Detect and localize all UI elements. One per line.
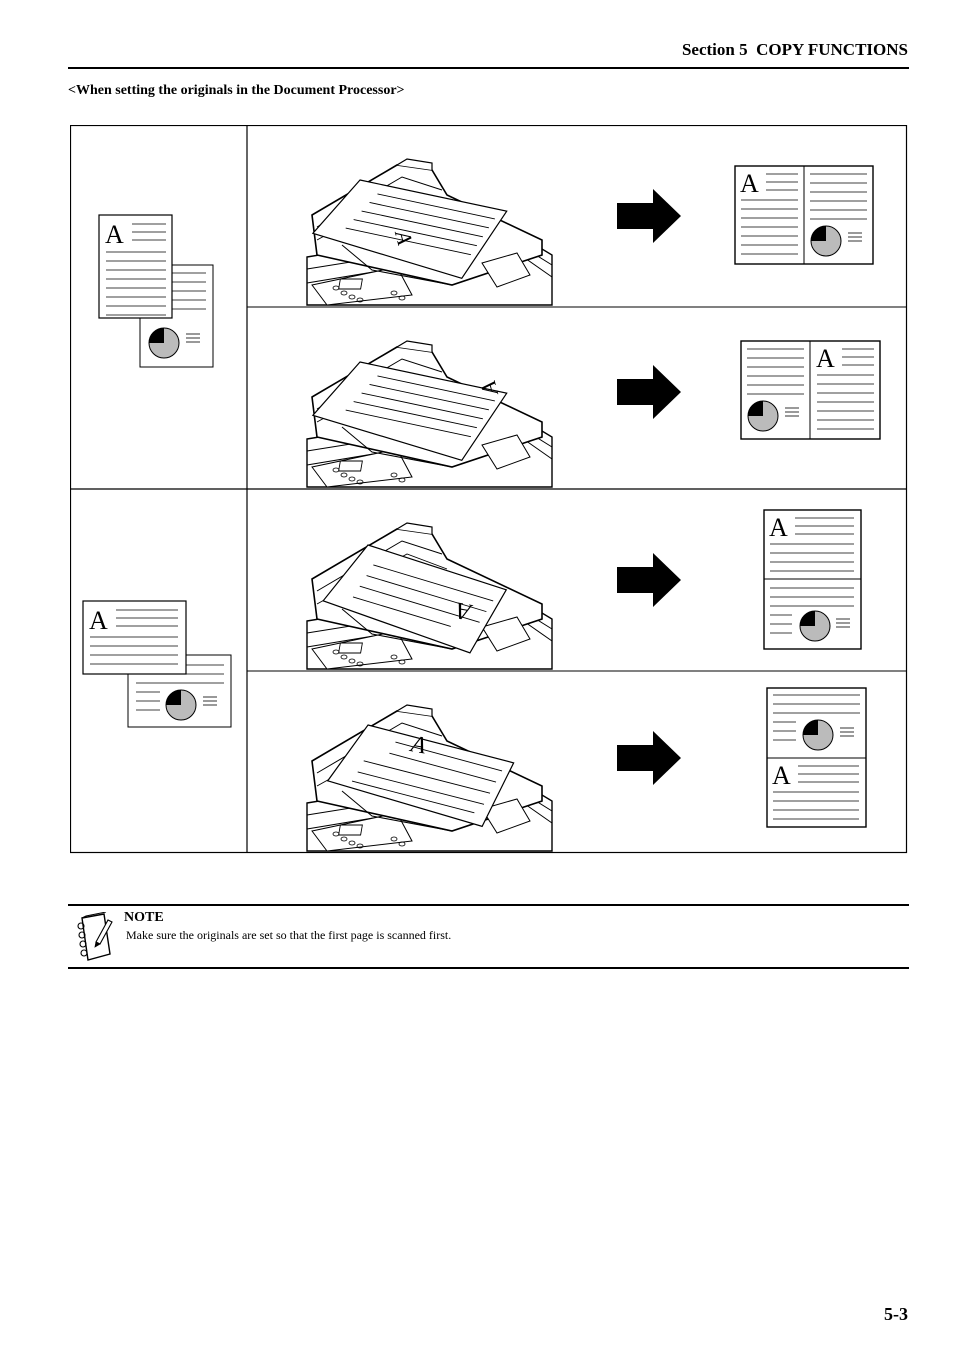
- copier-row-3: A: [306, 522, 553, 670]
- note-box: NOTE Make sure the originals are set so …: [68, 904, 909, 969]
- copier-row-4: A: [306, 704, 553, 852]
- orientation-figure: A A: [70, 125, 908, 854]
- note-label: NOTE: [124, 910, 164, 925]
- section-title: Section 5 COPY FUNCTIONS: [681, 40, 908, 59]
- result-page-1: A: [734, 165, 874, 265]
- page-number: 5-3: [884, 1304, 908, 1324]
- header-rule: [68, 67, 909, 69]
- page-letter: A: [454, 596, 475, 625]
- page-letter: A: [89, 606, 108, 635]
- page-letter: A: [740, 169, 759, 198]
- notepad-icon: [77, 912, 113, 961]
- note-text: Make sure the originals are set so that …: [126, 928, 452, 942]
- portrait-originals: A: [98, 214, 214, 368]
- page-letter: A: [816, 344, 835, 373]
- copier-row-1: A: [306, 158, 553, 306]
- page-letter: A: [105, 220, 124, 249]
- page-letter: A: [772, 761, 791, 790]
- result-page-4: A: [766, 687, 867, 828]
- page-letter: A: [769, 513, 788, 542]
- result-page-3: A: [763, 509, 862, 650]
- copier-row-2: A: [306, 340, 553, 488]
- landscape-originals: A: [82, 600, 232, 728]
- page-letter: A: [407, 731, 428, 760]
- subheading: <When setting the originals in the Docum…: [68, 83, 405, 98]
- result-page-2: A: [740, 340, 881, 440]
